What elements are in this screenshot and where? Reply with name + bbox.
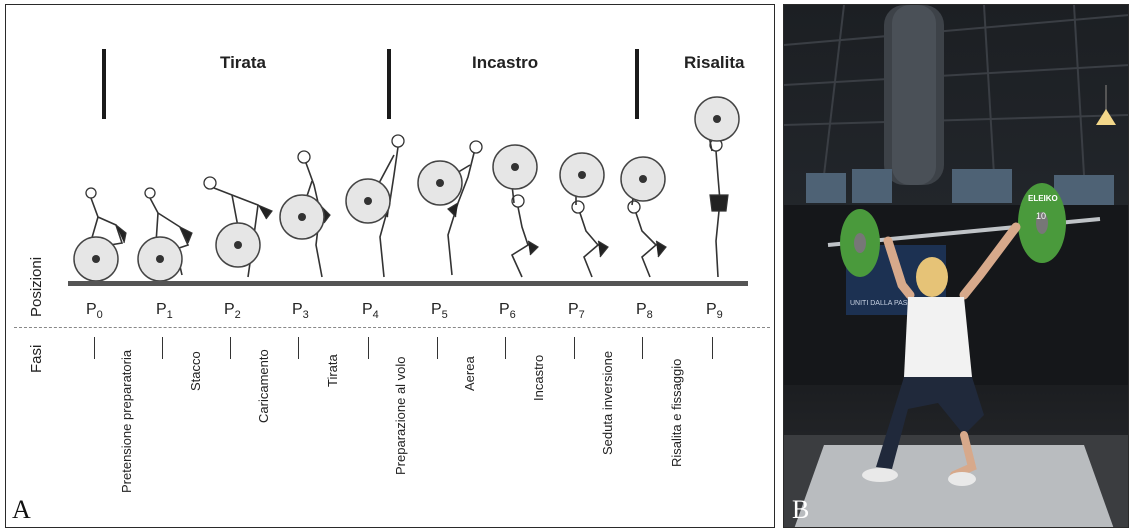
panel-a-letter: A bbox=[12, 495, 31, 525]
fase-label-risalita-e-fissaggio: Risalita e fissaggio bbox=[669, 359, 684, 467]
plate-p2 bbox=[216, 223, 260, 267]
tick-p2 bbox=[230, 337, 231, 359]
platform-baseline bbox=[68, 281, 748, 286]
ceiling-duct bbox=[884, 5, 944, 185]
position-label-p8: P8 bbox=[636, 301, 653, 321]
tick-p3 bbox=[298, 337, 299, 359]
plate-p8 bbox=[621, 157, 665, 201]
plate-p7 bbox=[560, 153, 604, 197]
svg-text:10: 10 bbox=[1036, 211, 1046, 221]
position-label-p7: P7 bbox=[568, 301, 585, 321]
tick-p0 bbox=[94, 337, 95, 359]
fase-label-tirata: Tirata bbox=[325, 354, 340, 387]
ceiling-lamp bbox=[1096, 85, 1116, 125]
plate-p6 bbox=[493, 145, 537, 189]
tick-p9 bbox=[712, 337, 713, 359]
position-label-p6: P6 bbox=[499, 301, 516, 321]
fase-label-stacco: Stacco bbox=[188, 351, 203, 391]
plate-p1 bbox=[138, 237, 182, 281]
fase-label-incastro: Incastro bbox=[531, 355, 546, 401]
section-divider bbox=[14, 327, 770, 328]
fase-label-pretensione-preparatoria: Pretensione preparatoria bbox=[119, 350, 134, 493]
plate-p0 bbox=[74, 237, 118, 281]
windows bbox=[806, 169, 1114, 205]
position-label-p5: P5 bbox=[431, 301, 448, 321]
plate-p9 bbox=[695, 97, 739, 141]
lifter-p9 bbox=[708, 119, 728, 277]
lifter-sequence-illustration bbox=[6, 5, 775, 305]
tick-p1 bbox=[162, 337, 163, 359]
fase-label-aerea: Aerea bbox=[462, 356, 477, 391]
posizioni-axis-label: Posizioni bbox=[28, 257, 45, 317]
panel-a-diagram: Tirata Incastro Risalita bbox=[5, 4, 775, 528]
fase-label-preparazione-al-volo: Preparazione al volo bbox=[393, 356, 408, 475]
ceiling-beams bbox=[784, 5, 1129, 175]
tick-p4 bbox=[368, 337, 369, 359]
position-label-p4: P4 bbox=[362, 301, 379, 321]
svg-text:ELEIKO: ELEIKO bbox=[1028, 194, 1058, 203]
plate-p4 bbox=[346, 179, 390, 223]
tick-p6 bbox=[505, 337, 506, 359]
position-label-p0: P0 bbox=[86, 301, 103, 321]
fasi-axis-label: Fasi bbox=[28, 345, 45, 373]
position-label-p2: P2 bbox=[224, 301, 241, 321]
panel-b-photo: UNITI DALLA PASSIONE ELEIKO 10 B bbox=[783, 4, 1129, 528]
panel-b-letter: B bbox=[792, 495, 809, 525]
position-label-p9: P9 bbox=[706, 301, 723, 321]
position-label-p1: P1 bbox=[156, 301, 173, 321]
weightlifter-photo-illustration: UNITI DALLA PASSIONE ELEIKO 10 bbox=[784, 5, 1129, 528]
fase-label-seduta-inversione: Seduta inversione bbox=[600, 351, 615, 455]
tick-p8 bbox=[642, 337, 643, 359]
plate-p5 bbox=[418, 161, 462, 205]
tick-p7 bbox=[574, 337, 575, 359]
plate-p3 bbox=[280, 195, 324, 239]
position-label-p3: P3 bbox=[292, 301, 309, 321]
tick-p5 bbox=[437, 337, 438, 359]
fase-label-caricamento: Caricamento bbox=[256, 349, 271, 423]
